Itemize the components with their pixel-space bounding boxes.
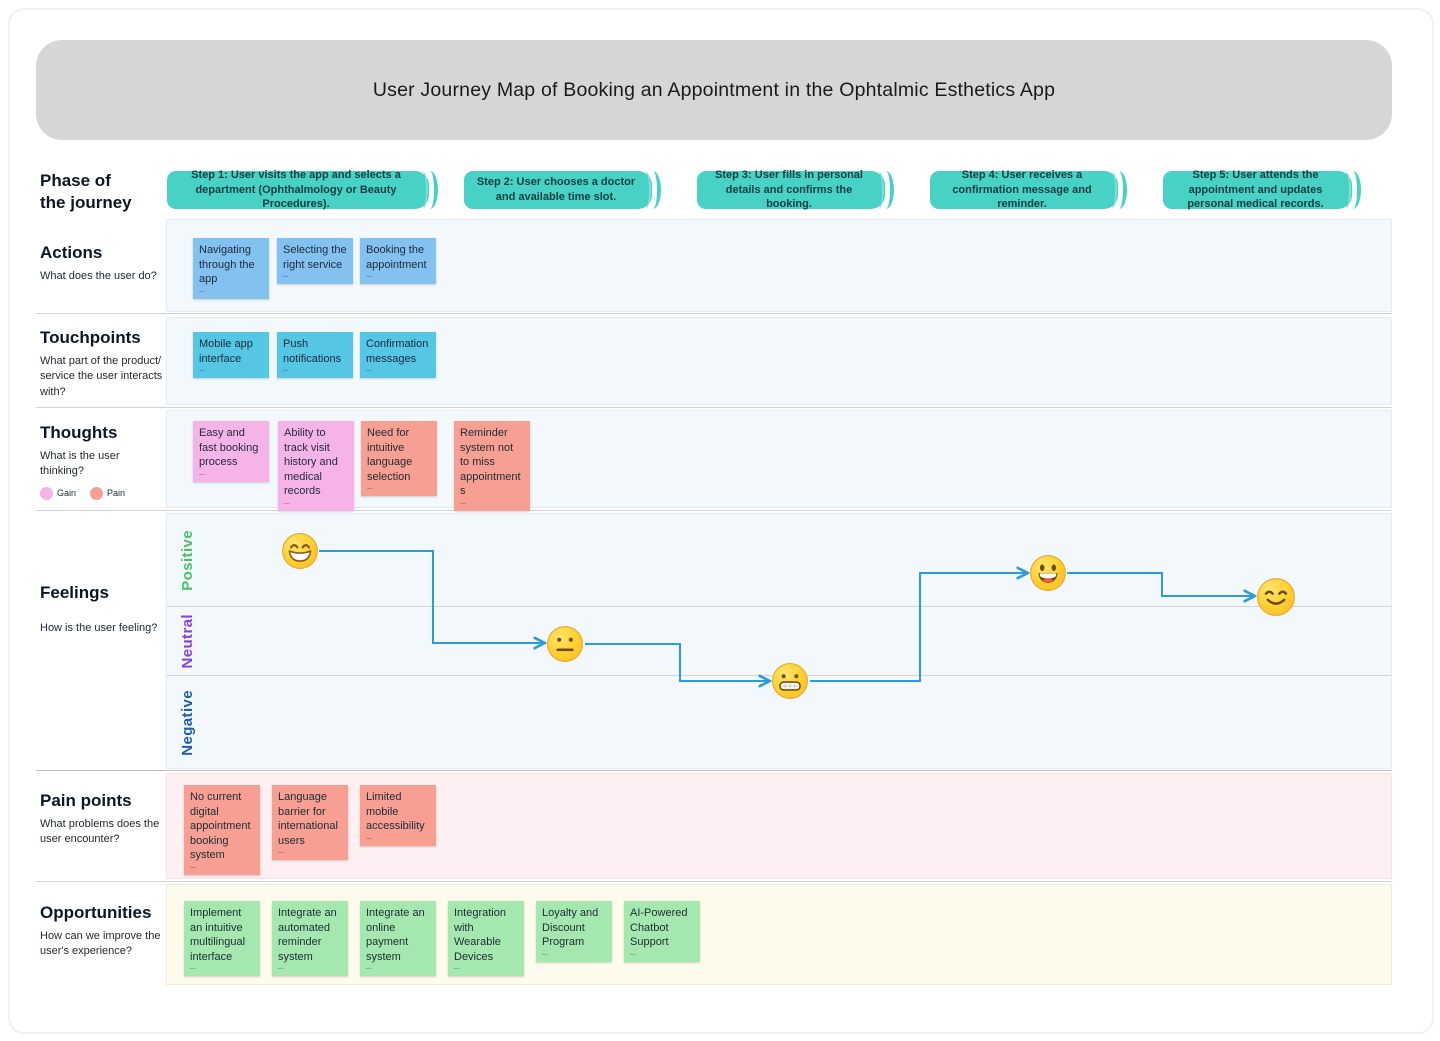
sticky-note[interactable]: Selecting the right service– bbox=[277, 238, 353, 285]
phase-step-5[interactable]: Step 5: User attends the appointment and… bbox=[1163, 169, 1361, 210]
divider bbox=[36, 510, 1392, 511]
divider bbox=[36, 313, 1392, 314]
sticky-note[interactable]: No current digital appointment booking s… bbox=[184, 785, 260, 875]
phase-step-3[interactable]: Step 3: User fills in personal details a… bbox=[697, 169, 894, 210]
smiling-face-emoji-icon[interactable] bbox=[1256, 577, 1295, 616]
pain-dot-icon bbox=[90, 486, 104, 500]
row-label-actions: Actions What does the user do? bbox=[40, 243, 157, 282]
neutral-label: Neutral bbox=[179, 613, 196, 669]
sticky-note[interactable]: AI-Powered Chatbot Support– bbox=[624, 901, 700, 962]
sticky-note[interactable]: Loyalty and Discount Program– bbox=[536, 901, 612, 962]
beaming-face-emoji-icon[interactable] bbox=[281, 532, 319, 570]
phase-step-2[interactable]: Step 2: User chooses a doctor and availa… bbox=[464, 171, 661, 209]
gain-dot-icon bbox=[40, 486, 53, 500]
row-label-touchpoints: Touchpoints What part of the product/ se… bbox=[40, 328, 163, 398]
divider bbox=[36, 881, 1392, 882]
sticky-note[interactable]: Limited mobile accessibility– bbox=[360, 785, 436, 846]
sticky-note[interactable]: Mobile app interface– bbox=[193, 332, 269, 379]
row-label-phase: Phase of the journey bbox=[40, 170, 166, 220]
sticky-note[interactable]: Integrate an automated reminder system– bbox=[272, 901, 348, 977]
actions-band: Navigating through the app– Selecting th… bbox=[166, 219, 1392, 312]
phase-step-4[interactable]: Step 4: User receives a confirmation mes… bbox=[930, 169, 1127, 210]
sticky-note-pain[interactable]: Need for intuitive language selection– bbox=[361, 421, 437, 497]
sticky-note[interactable]: Confirmation messages– bbox=[360, 332, 436, 379]
grinning-face-emoji-icon[interactable] bbox=[1029, 554, 1067, 592]
row-label-pain-points: Pain points What problems does the user … bbox=[40, 791, 160, 846]
sticky-note[interactable]: Integrate an online payment system– bbox=[360, 901, 436, 977]
title-banner[interactable]: User Journey Map of Booking an Appointme… bbox=[36, 40, 1392, 140]
sticky-note[interactable]: Navigating through the app– bbox=[193, 238, 269, 299]
neutral-face-emoji-icon[interactable] bbox=[546, 625, 584, 663]
legend-pain: Pain bbox=[90, 486, 125, 500]
row-label-feelings: Feelings How is the user feeling? bbox=[40, 583, 158, 634]
sticky-note-gain[interactable]: Ability to track visit history and medic… bbox=[278, 421, 354, 511]
thoughts-legend: Gain Pain bbox=[40, 486, 166, 500]
sticky-note-pain[interactable]: Reminder system not to miss appointments… bbox=[454, 421, 530, 511]
phase-label: Phase of the journey bbox=[40, 171, 132, 213]
sticky-note[interactable]: Integration with Wearable Devices– bbox=[448, 901, 524, 977]
thoughts-band: Easy and fast booking process– Ability t… bbox=[166, 410, 1392, 511]
feelings-positive-band: Positive bbox=[167, 514, 1391, 606]
feelings-band: Positive Neutral Negative bbox=[166, 513, 1392, 769]
pain-points-band: No current digital appointment booking s… bbox=[166, 773, 1392, 879]
grimacing-face-emoji-icon[interactable] bbox=[771, 662, 809, 700]
sticky-note[interactable]: Booking the appointment– bbox=[360, 238, 436, 285]
row-label-opportunities: Opportunities How can we improve the use… bbox=[40, 903, 161, 958]
opportunities-band: Implement an intuitive multilingual inte… bbox=[166, 884, 1392, 985]
page-title: User Journey Map of Booking an Appointme… bbox=[372, 78, 1056, 101]
subband-divider bbox=[167, 606, 1391, 607]
phase-step-1[interactable]: Step 1: User visits the app and selects … bbox=[167, 169, 438, 210]
sticky-note-gain[interactable]: Easy and fast booking process– bbox=[193, 421, 269, 482]
divider bbox=[36, 407, 1392, 408]
sticky-note[interactable]: Push notifications– bbox=[277, 332, 353, 379]
legend-gain: Gain bbox=[40, 486, 76, 500]
sticky-note[interactable]: Language barrier for international users… bbox=[272, 785, 348, 861]
sticky-note[interactable]: Implement an intuitive multilingual inte… bbox=[184, 901, 260, 977]
row-label-thoughts: Thoughts What is the user thinking? Gain… bbox=[40, 423, 166, 500]
negative-label: Negative bbox=[179, 690, 196, 756]
divider bbox=[36, 770, 1392, 771]
touchpoints-band: Mobile app interface– Push notifications… bbox=[166, 317, 1392, 405]
positive-label: Positive bbox=[179, 529, 196, 591]
